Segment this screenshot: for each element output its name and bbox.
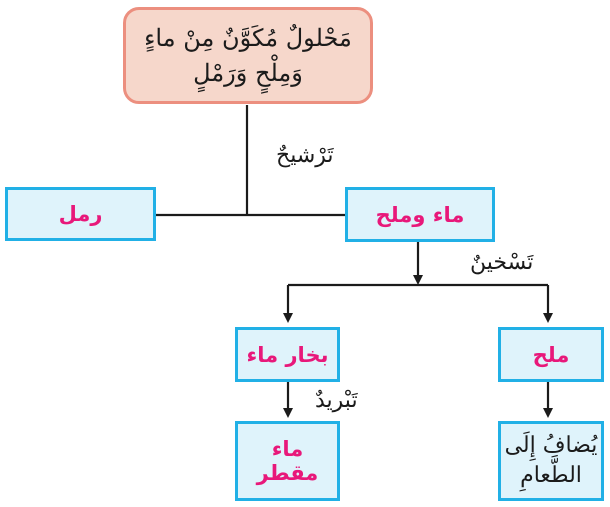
- edge-label-filtration: تَرْشيحٌ: [276, 143, 334, 168]
- node-water-salt-label: ماء وملح: [375, 202, 465, 227]
- edge-label-heating: تَسْخينٌ: [470, 250, 534, 275]
- node-sand: رمل: [5, 187, 156, 241]
- node-added-to-food-line-2: الطَّعامِ: [520, 463, 582, 488]
- node-sand-label: رمل: [58, 202, 103, 226]
- root-line-1: مَحْلولٌ مُكَوَّنٌ مِنْ ماءٍ: [144, 23, 352, 52]
- node-water-salt: ماء وملح: [345, 187, 495, 242]
- node-added-to-food: يُضافُ إِلَى الطَّعامِ: [498, 421, 604, 501]
- node-water-vapor: بخار ماء: [235, 327, 340, 382]
- node-distilled-water-label: ماء مقطر: [256, 437, 319, 485]
- node-salt: ملح: [498, 327, 604, 382]
- root-mixture-box: مَحْلولٌ مُكَوَّنٌ مِنْ ماءٍ وَمِلْحٍ وَ…: [123, 7, 373, 104]
- node-distilled-water: ماء مقطر: [235, 421, 340, 501]
- node-added-to-food-line-1: يُضافُ إِلَى: [504, 433, 598, 459]
- node-water-vapor-label: بخار ماء: [246, 342, 329, 367]
- node-salt-label: ملح: [532, 342, 570, 367]
- root-line-2: وَمِلْحٍ وَرَمْلٍ: [193, 58, 303, 87]
- edge-label-cooling: تَبْريدٌ: [315, 388, 358, 413]
